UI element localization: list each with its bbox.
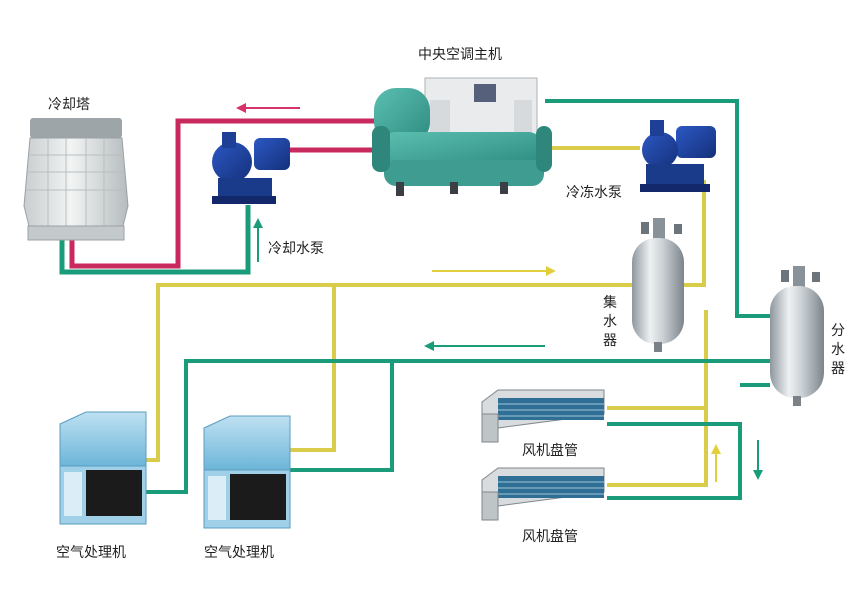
cooling-tower-label: 冷却塔	[48, 97, 90, 113]
chilled-pump-label: 冷冻水泵	[566, 185, 622, 201]
collector-label: 集水器	[603, 295, 617, 349]
chilled-supply-pipes	[145, 99, 782, 500]
ahu-right-label: 空气处理机	[204, 545, 274, 561]
supply-pipe-ahu-left	[145, 359, 770, 494]
cooling-pump-label: 冷却水泵	[268, 241, 324, 257]
supply-pipe-fcu	[607, 422, 742, 500]
return-pipe-ahu-right	[290, 285, 336, 452]
air-handler-icon	[59, 411, 147, 525]
ahu-left-label: 空气处理机	[56, 545, 126, 561]
cooling-tower-icon	[23, 118, 129, 241]
cooling-water-pipes	[59, 118, 378, 275]
return-pipe-ahu-left	[145, 283, 632, 462]
cooling-pipe-bottom	[59, 205, 251, 275]
arrow-yellow-right	[432, 266, 556, 276]
arrow-pink-left	[236, 103, 300, 113]
flow-arrows	[236, 103, 763, 482]
distributor-label: 分水器	[831, 323, 845, 377]
supply-pipe-chiller-dist	[545, 99, 782, 318]
fcu-lower-label: 风机盘管	[522, 529, 578, 545]
supply-pipe-ahu-right	[290, 361, 394, 472]
fan-coil-icon	[481, 389, 605, 443]
collector-tank-icon	[632, 218, 684, 352]
return-pipe-fcu	[607, 406, 708, 487]
arrow-green-down	[753, 440, 763, 480]
chiller-icon	[372, 77, 552, 196]
arrow-green-left	[424, 341, 545, 351]
arrow-green-up	[253, 218, 263, 262]
cooling-pipe-top	[69, 118, 378, 269]
distributor-tank-icon	[770, 266, 824, 406]
arrow-yellow-up	[711, 444, 721, 482]
fan-coil-icon	[481, 467, 605, 521]
chiller-label: 中央空调主机	[418, 47, 502, 63]
air-handler-icon	[203, 415, 291, 529]
return-pipe-pump-collector	[680, 180, 706, 287]
fcu-upper-label: 风机盘管	[522, 443, 578, 459]
cooling-pump-icon	[212, 132, 290, 204]
chilled-pump-icon	[640, 120, 716, 192]
